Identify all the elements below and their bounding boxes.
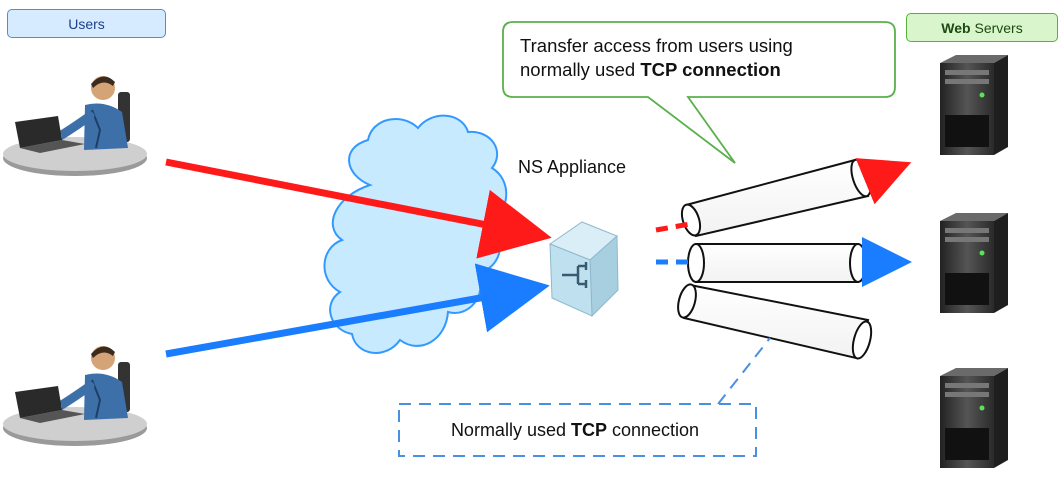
appliance-label: NS Appliance <box>518 157 627 177</box>
server-tower-icon <box>940 213 1008 313</box>
tcp-tube-icon <box>680 158 872 238</box>
user-request-arrow-red <box>165 158 552 259</box>
server-tower-icon <box>940 55 1008 155</box>
callout-line-2: normally used TCP connection <box>520 58 880 82</box>
users-tag-label: Users <box>68 15 105 32</box>
flow-red-in <box>655 221 691 233</box>
web-servers-tag-bold: Web <box>941 19 971 36</box>
server-tower-icon <box>940 368 1008 468</box>
dashed-callout-box <box>398 337 771 457</box>
callout-line-2-bold: TCP connection <box>640 59 781 80</box>
user-at-laptop-icon <box>3 76 147 176</box>
dashed-box-suffix: connection <box>606 420 700 440</box>
user-request-arrow-blue <box>165 263 550 358</box>
callout-line-1: Transfer access from users using <box>520 35 793 56</box>
tcp-tube-icon <box>677 283 873 360</box>
dashed-box-text: Normally used TCP connection <box>395 420 755 441</box>
callout-box <box>502 21 896 164</box>
callout-line-2-prefix: normally used <box>520 59 641 80</box>
network-appliance-icon <box>548 221 619 318</box>
user-at-laptop-icon <box>3 346 147 446</box>
flow-red-out <box>855 158 912 205</box>
callout-text: Transfer access from users using normall… <box>520 34 880 82</box>
dashed-box-bold: TCP <box>570 420 607 440</box>
users-tag: Users <box>7 9 166 38</box>
tcp-tube-icon <box>687 243 867 283</box>
dashed-box-prefix: Normally used <box>450 420 571 440</box>
web-servers-tag: Web Servers <box>906 13 1058 42</box>
web-servers-tag-rest: Servers <box>970 19 1023 36</box>
